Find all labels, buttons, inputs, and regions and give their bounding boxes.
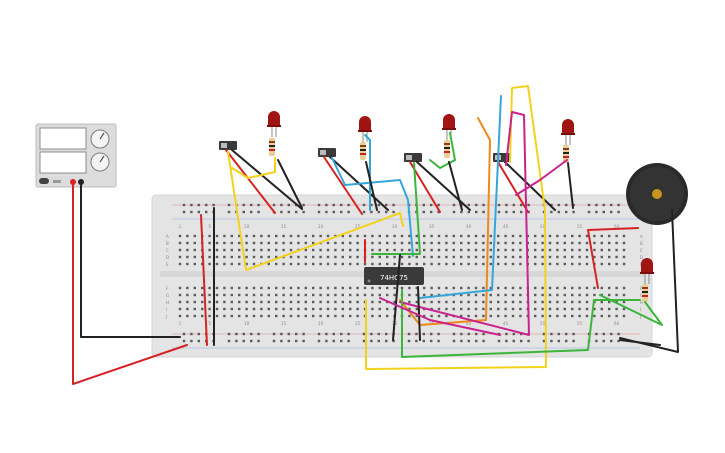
row-label: B — [166, 241, 169, 246]
column-number: 40 — [466, 224, 472, 229]
led-1[interactable] — [267, 111, 281, 137]
black-wire-led-2[interactable] — [365, 161, 378, 211]
row-label: A — [166, 234, 169, 239]
column-number: 50 — [540, 321, 546, 326]
black-wire-chip-2[interactable] — [417, 286, 421, 341]
row-label: C — [166, 248, 169, 253]
black-wire-led-5[interactable] — [619, 339, 661, 346]
row-label: I — [166, 307, 167, 312]
column-number: 5 — [208, 321, 211, 326]
red-wire-rail-jumper[interactable] — [200, 214, 208, 346]
column-number: 10 — [244, 321, 250, 326]
column-number: 5 — [208, 224, 211, 229]
red-wire-power[interactable] — [72, 184, 188, 385]
chip-label: 74HC75 — [380, 274, 408, 282]
column-number: 45 — [503, 224, 509, 229]
column-number: 60 — [614, 224, 620, 229]
led-5[interactable] — [640, 258, 654, 284]
row-label: D — [640, 255, 643, 260]
row-label: B — [640, 241, 643, 246]
row-label: G — [640, 293, 643, 298]
column-number: 35 — [429, 224, 435, 229]
blue-wire-switch-4[interactable] — [419, 95, 502, 299]
positive-terminal[interactable] — [70, 179, 76, 185]
magenta-wire-switch-4[interactable] — [399, 111, 530, 336]
red-wire-switch-1[interactable] — [225, 149, 276, 214]
row-label: A — [640, 234, 643, 239]
blue-wire-led-2[interactable] — [364, 134, 371, 211]
column-number: 15 — [281, 321, 287, 326]
row-label: J — [639, 314, 641, 319]
column-number: 10 — [244, 224, 250, 229]
column-number: 55 — [577, 224, 583, 229]
resistor-2[interactable] — [360, 142, 366, 160]
blue-wire-switch-2[interactable] — [331, 157, 414, 257]
red-wire-buzzer[interactable] — [587, 227, 639, 289]
magenta-wire-led-4[interactable] — [515, 159, 568, 196]
black-wire-switch-1[interactable] — [231, 149, 303, 210]
led-2[interactable] — [358, 116, 372, 142]
row-label: J — [165, 314, 167, 319]
row-label: F — [640, 286, 643, 291]
row-label: G — [166, 293, 169, 298]
resistor-5[interactable] — [642, 284, 648, 302]
column-number: 25 — [355, 321, 361, 326]
voltage-display — [39, 127, 87, 150]
row-label: H — [640, 300, 643, 305]
row-label: C — [640, 248, 643, 253]
black-wire-led-4[interactable] — [567, 162, 574, 209]
black-wire-led-3[interactable] — [448, 161, 463, 211]
orange-wire-switch-4[interactable] — [399, 117, 491, 326]
column-number: 30 — [392, 224, 398, 229]
chip-74hc75[interactable]: 74HC75 — [364, 267, 424, 285]
column-number: 40 — [466, 321, 472, 326]
column-number: 50 — [540, 224, 546, 229]
column-labels: 1155101015152020252530303535404045455050… — [179, 224, 620, 326]
column-number: 45 — [503, 321, 509, 326]
power-supply[interactable] — [35, 123, 117, 188]
black-wire-chip-1[interactable] — [392, 254, 401, 341]
column-number: 1 — [179, 224, 182, 229]
column-number: 20 — [318, 321, 324, 326]
row-label: H — [166, 300, 169, 305]
led-3[interactable] — [442, 114, 456, 140]
column-number: 15 — [281, 224, 287, 229]
column-number: 60 — [614, 321, 620, 326]
breadboard-holes — [178, 203, 626, 343]
black-wire-switch-3[interactable] — [416, 161, 471, 211]
column-number: 55 — [577, 321, 583, 326]
led-4[interactable] — [561, 119, 575, 145]
switch-4[interactable] — [493, 153, 511, 162]
magenta-wire-chip-out[interactable] — [379, 297, 501, 336]
red-wire-switch-2[interactable] — [323, 156, 363, 215]
row-label: I — [640, 307, 641, 312]
column-number: 1 — [179, 321, 182, 326]
row-label: D — [166, 255, 169, 260]
resistor-3[interactable] — [444, 140, 450, 158]
row-label: F — [166, 286, 169, 291]
switch-1[interactable] — [219, 141, 237, 150]
column-number: 25 — [355, 224, 361, 229]
red-wire-switch-4[interactable] — [497, 161, 529, 213]
yellow-wire-led-1[interactable] — [231, 157, 276, 179]
power-switch[interactable] — [39, 178, 49, 184]
negative-terminal[interactable] — [78, 179, 84, 185]
row-label: E — [166, 262, 169, 267]
switch-3[interactable] — [404, 153, 422, 162]
resistor-4[interactable] — [563, 145, 569, 163]
column-number: 20 — [318, 224, 324, 229]
piezo-buzzer[interactable] — [626, 163, 688, 225]
black-wire-led-1[interactable] — [277, 159, 303, 209]
switch-2[interactable] — [318, 148, 336, 157]
green-wire-led-5[interactable] — [599, 294, 663, 326]
yellow-wire-switch-1[interactable] — [227, 151, 404, 271]
yellow-wire-switch-4[interactable] — [365, 85, 547, 370]
black-wire-ground[interactable] — [80, 184, 181, 338]
green-wire-switch-3[interactable] — [371, 162, 421, 255]
green-wire-led-3[interactable] — [429, 132, 456, 169]
resistor-1[interactable] — [269, 138, 275, 156]
current-display — [39, 151, 87, 174]
